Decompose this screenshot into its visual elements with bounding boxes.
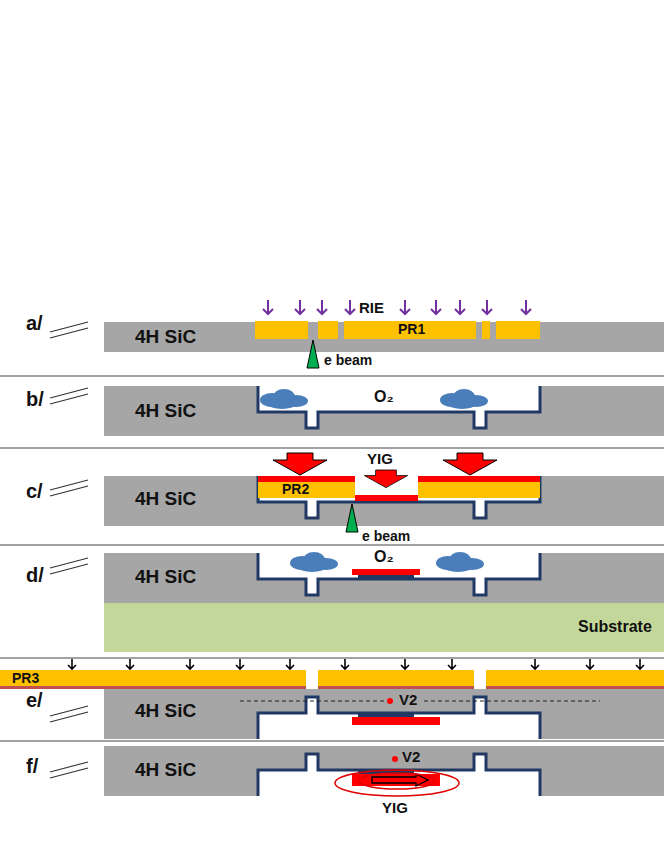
panel-letter: d/ <box>26 565 44 586</box>
material-label: YIG <box>367 451 393 467</box>
substrate-label: Substrate <box>578 619 652 636</box>
defect-label: V2 <box>399 692 417 708</box>
process-step: RIE <box>359 300 384 316</box>
panel-letter: e/ <box>26 690 43 711</box>
material-label: YIG <box>382 800 408 816</box>
material-label: 4H SiC <box>135 401 196 421</box>
material-label: 4H SiC <box>135 327 196 347</box>
gas-label: O₂ <box>374 549 394 566</box>
panel-letter: b/ <box>26 389 44 410</box>
material-label: 4H SiC <box>135 567 196 587</box>
gas-label: O₂ <box>374 389 394 406</box>
panel-letter: a/ <box>26 313 43 334</box>
resist-label: PR3 <box>12 671 39 686</box>
beam-label: e beam <box>324 353 372 368</box>
material-label: 4H SiC <box>135 760 196 780</box>
resist-label: PR2 <box>282 482 309 497</box>
panel-letter: f/ <box>26 756 38 777</box>
beam-label: e beam <box>362 529 410 544</box>
panel-letter: c/ <box>26 481 43 502</box>
material-label: 4H SiC <box>135 701 196 721</box>
resist-label: PR1 <box>398 322 425 337</box>
defect-label: V2 <box>402 749 420 765</box>
material-label: 4H SiC <box>135 489 196 509</box>
